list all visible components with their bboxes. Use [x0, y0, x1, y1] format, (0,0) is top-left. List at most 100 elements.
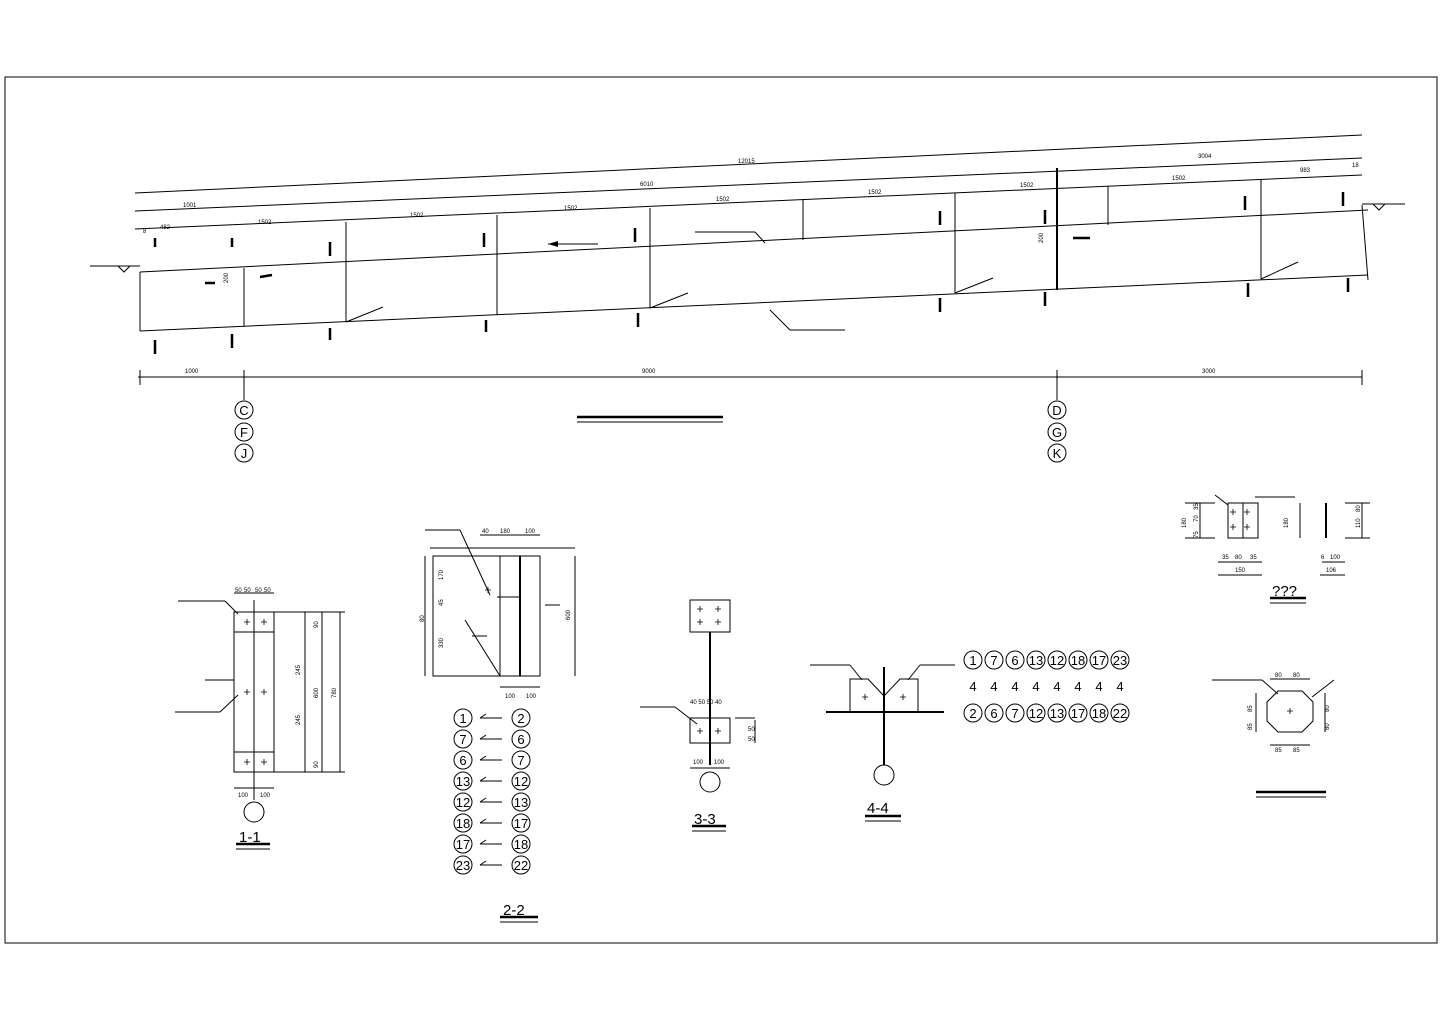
- dim-overall: 12015: [738, 159, 755, 165]
- section-4-4-text: 4-4: [867, 800, 889, 817]
- s22-bottom-dim-2: 100: [526, 694, 537, 700]
- s11-top-dim-3: 50: [255, 588, 262, 594]
- plate-number-bottom: 13: [1050, 706, 1064, 721]
- plate-circle-top: [1026, 650, 1046, 670]
- dim-overall-right: 3004: [1198, 154, 1212, 160]
- plate-circle-bottom: [963, 703, 983, 723]
- plate-number-bottom: 12: [1029, 706, 1043, 721]
- dbr-right-dim-1: 80: [1325, 705, 1331, 712]
- weld-mark: 4: [969, 679, 976, 694]
- plate-number-right: 13: [514, 795, 528, 810]
- plate-number-bottom: 7: [1011, 706, 1018, 721]
- plate-circle-top: [1110, 650, 1130, 670]
- dbr-bottom-dim-1: 85: [1275, 748, 1282, 754]
- plate-number-top: 13: [1029, 653, 1043, 668]
- plate-number-left: 18: [456, 816, 470, 831]
- s11-top-dim-1: 50: [235, 588, 242, 594]
- dtr-bottom-dim-1: 35: [1222, 555, 1229, 561]
- s22-top-dim-180: 180: [500, 529, 511, 535]
- plate-number-left: 1: [459, 711, 466, 726]
- plate-number-right: 17: [514, 816, 528, 831]
- plate-circle-right: [511, 771, 531, 791]
- section-3-3-text: 40 50 50 40 50 50 100 100 3-3: [690, 700, 755, 828]
- dtr-rb-dim-106: 106: [1326, 568, 1337, 574]
- dim-1502-g: 1502: [1172, 176, 1186, 182]
- plate-number-bottom: 22: [1113, 706, 1127, 721]
- dim-18: 18: [1352, 163, 1359, 169]
- dim-1000: 1000: [185, 369, 199, 375]
- plate-number-top: 23: [1113, 653, 1127, 668]
- dbr-right-dim-2: 80: [1325, 723, 1331, 730]
- dbr-top-dim-2: 80: [1293, 673, 1300, 679]
- plate-number-left: 13: [456, 774, 470, 789]
- plate-number-left: 6: [459, 753, 466, 768]
- section-1-1: [175, 592, 345, 850]
- dim-1502-d: 1502: [716, 197, 730, 203]
- plate-circle-bottom: [1068, 703, 1088, 723]
- plate-number-left: 12: [456, 795, 470, 810]
- weld-symbol: [479, 797, 502, 803]
- plate-circle-top: [963, 650, 983, 670]
- dim-9000: 9000: [642, 369, 656, 375]
- dtr-rb-dim-100: 100: [1330, 555, 1341, 561]
- s33-bottom-dim-1: 100: [693, 760, 704, 766]
- section-3-3: [640, 599, 756, 832]
- weld-mark: 4: [1095, 679, 1102, 694]
- plate-circle-right: [511, 708, 531, 728]
- s22-left-dim-330: 330: [439, 637, 445, 648]
- axis-label-g: G: [1052, 425, 1062, 440]
- dim-1502-f: 1502: [1020, 183, 1034, 189]
- dim-3000: 3000: [1202, 369, 1216, 375]
- section-1-1-title: 1-1: [239, 829, 261, 846]
- plate-number-left: 17: [456, 837, 470, 852]
- section-2-2-text: 40 180 100 170 80 45 330 600 100 100 2-2: [420, 529, 572, 919]
- axis-label-k: K: [1053, 446, 1062, 461]
- plate-circle-left: [453, 813, 473, 833]
- plate-circle-right: [511, 834, 531, 854]
- weld-mark: 4: [1116, 679, 1123, 694]
- plate-circle-bottom: [1110, 703, 1130, 723]
- weld-mark: 4: [1053, 679, 1060, 694]
- dbr-top-dim-1: 80: [1275, 673, 1282, 679]
- dtr-left-dim-35: 35: [1194, 503, 1200, 510]
- weld-symbol: [479, 776, 502, 782]
- s11-side-90a: 90: [314, 621, 320, 628]
- plate-circle-right: [511, 813, 531, 833]
- dim-1502-b: 1502: [410, 213, 424, 219]
- plate-number-right: 12: [514, 774, 528, 789]
- section-2-2: [424, 529, 576, 923]
- s11-total-780: 780: [332, 687, 338, 698]
- beam-elevation: [90, 134, 1405, 463]
- weld-mark: 4: [1032, 679, 1039, 694]
- dtr-left-dim-70: 70: [1194, 515, 1200, 522]
- dtr-left-dim-180: 180: [1182, 517, 1188, 528]
- plate-number-top: 6: [1011, 653, 1018, 668]
- plate-circle-right: [511, 792, 531, 812]
- dtr-rb-dim-6: 6: [1321, 555, 1325, 561]
- weld-symbol: [479, 734, 502, 740]
- plate-circle-bottom: [1005, 703, 1025, 723]
- plate-circle-left: [453, 834, 473, 854]
- dim-1001: 1001: [183, 203, 197, 209]
- s11-total-600: 600: [314, 687, 320, 698]
- s11-side-245b: 245: [296, 714, 302, 725]
- section-2-2-title: 2-2: [503, 902, 525, 919]
- dtr-right-dim-110: 110: [1356, 518, 1362, 528]
- plate-circle-top: [1047, 650, 1067, 670]
- plate-number-bottom: 18: [1092, 706, 1106, 721]
- s33-top-dims: 40 50 50 40: [690, 700, 722, 706]
- detail-top-right: [1185, 494, 1370, 604]
- s22-bottom-dim-1: 100: [505, 694, 516, 700]
- weld-symbol: [479, 839, 502, 845]
- dtr-bottom-dim-2: 80: [1235, 555, 1242, 561]
- plate-circle-bottom: [1047, 703, 1067, 723]
- plate-number-right: 2: [517, 711, 524, 726]
- s11-bottom-dim-1: 100: [238, 793, 249, 799]
- plate-circle-right: [511, 750, 531, 770]
- plate-circle-left: [453, 771, 473, 791]
- plate-number-left: 7: [459, 732, 466, 747]
- s11-side-245a: 245: [296, 664, 302, 675]
- dim-1502-a: 1502: [258, 220, 272, 226]
- plate-circle-bottom: [1026, 703, 1046, 723]
